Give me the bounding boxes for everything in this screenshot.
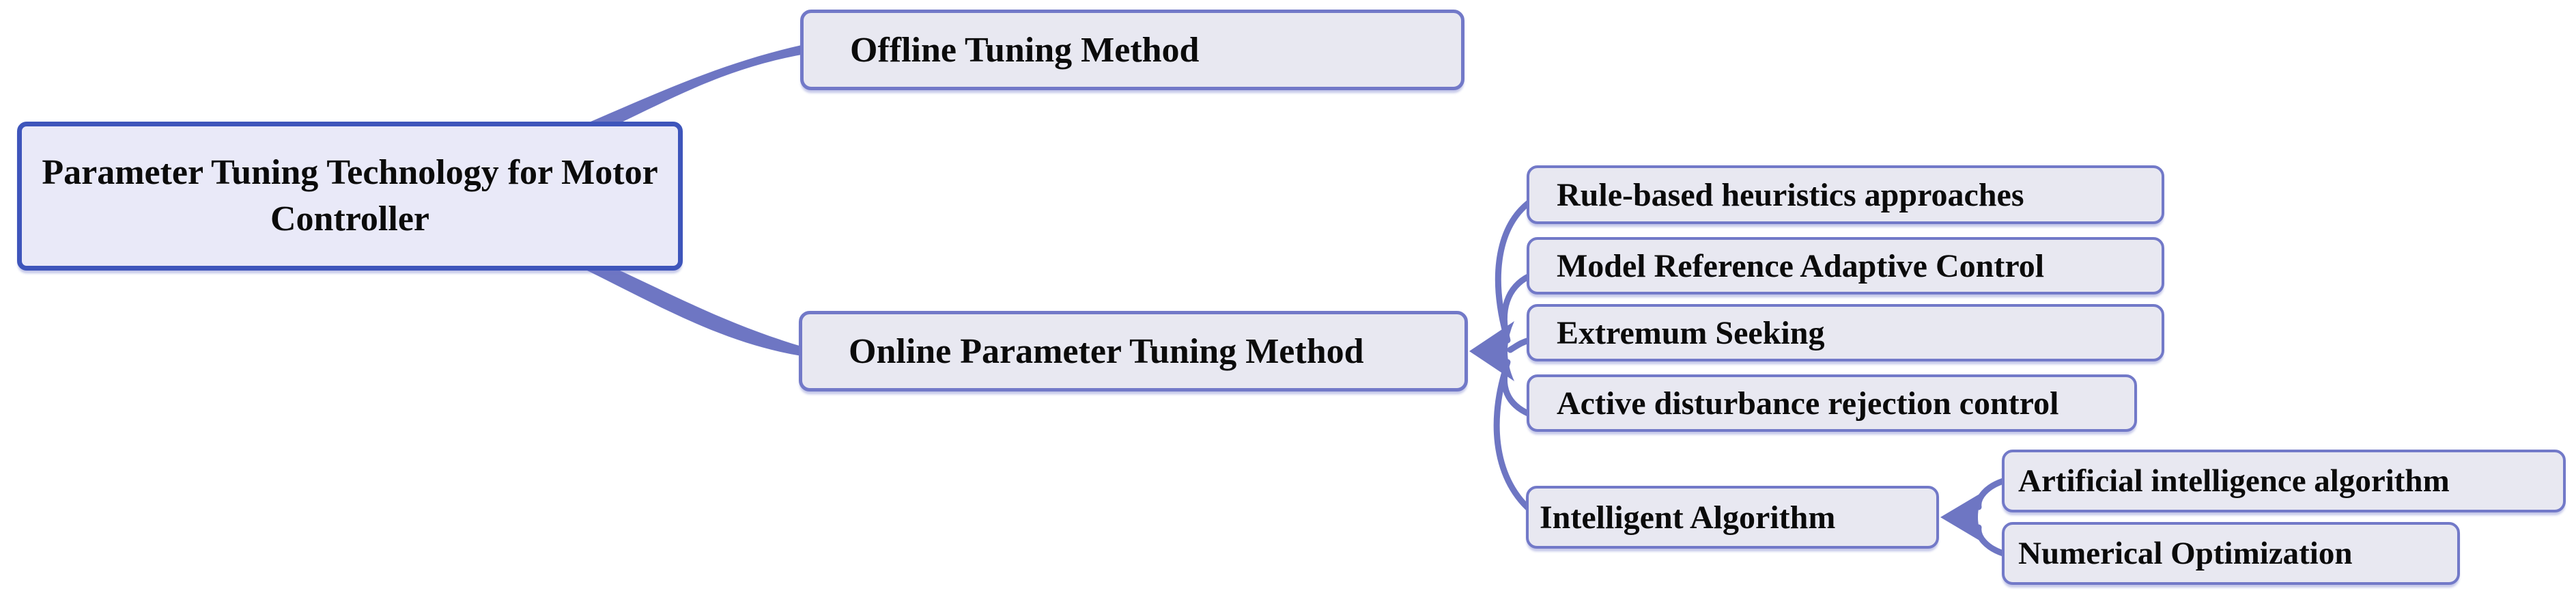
node-extremum-seeking: Extremum Seeking [1527,304,2164,361]
arrowhead-intelligent [1940,491,1984,543]
node-intelligent-algorithm: Intelligent Algorithm [1526,486,1939,549]
node-root: Parameter Tuning Technology for Motor Co… [17,122,683,271]
node-active-disturbance-rejection-control: Active disturbance rejection control [1527,374,2137,432]
edge-root-offline [586,45,802,124]
node-offline-tuning-method: Offline Tuning Method [800,10,1464,90]
edge-root-online [586,270,802,356]
node-active-label: Active disturbance rejection control [1557,385,2059,422]
node-artificial-label: Artificial intelligence algorithm [2018,463,2450,499]
node-online-label: Online Parameter Tuning Method [849,331,1364,371]
node-extremum-label: Extremum Seeking [1557,314,1825,351]
node-root-label: Parameter Tuning Technology for Motor Co… [42,153,658,238]
node-model-reference-adaptive-control: Model Reference Adaptive Control [1527,237,2164,294]
node-rule-label: Rule-based heuristics approaches [1557,176,2024,213]
edge-online-rule [1495,199,1533,338]
node-numerical-label: Numerical Optimization [2018,536,2353,571]
node-numerical-optimization: Numerical Optimization [2002,522,2460,585]
node-online-parameter-tuning-method: Online Parameter Tuning Method [799,311,1468,392]
node-intelligent-label: Intelligent Algorithm [1540,499,1836,536]
node-offline-label: Offline Tuning Method [850,30,1200,70]
node-artificial-intelligence-algorithm: Artificial intelligence algorithm [2002,450,2566,512]
edge-online-intelligent [1493,364,1541,519]
node-model-label: Model Reference Adaptive Control [1557,247,2045,284]
node-rule-based-heuristics: Rule-based heuristics approaches [1527,165,2164,224]
arrowhead-online [1469,321,1514,381]
